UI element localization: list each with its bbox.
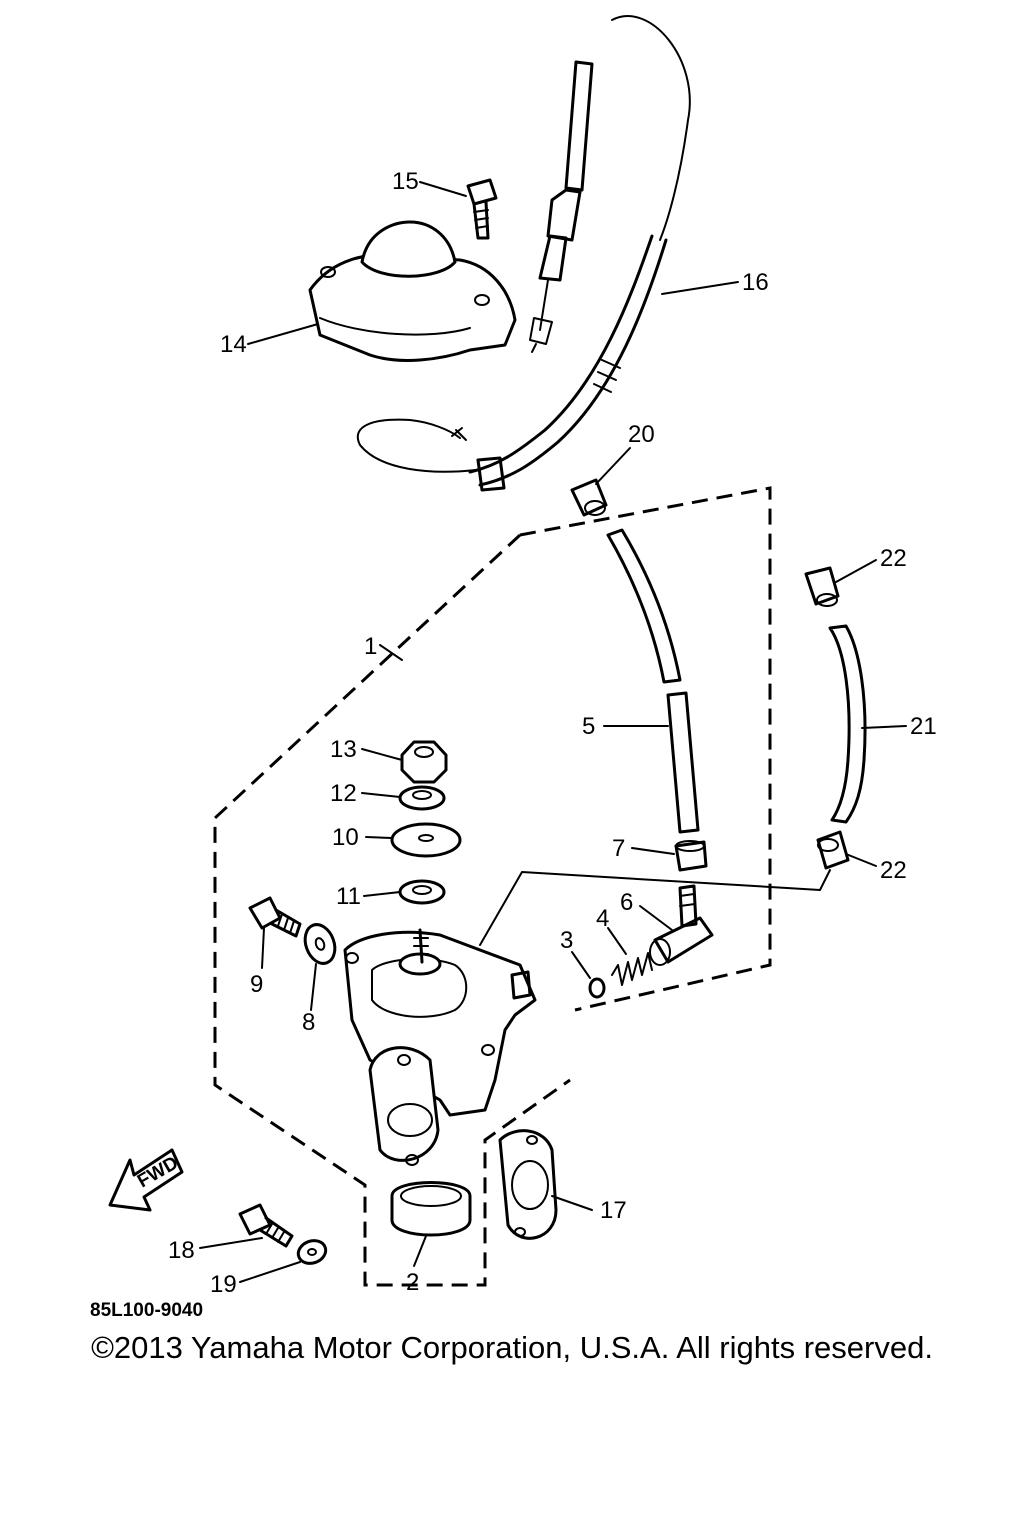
callout-22-top: 22 bbox=[880, 545, 907, 572]
callout-9: 9 bbox=[250, 971, 263, 998]
callout-labels: 15 14 16 20 22 21 22 1 5 7 6 4 3 13 12 1… bbox=[168, 168, 937, 1298]
callout-16: 16 bbox=[742, 269, 769, 296]
callout-7: 7 bbox=[612, 835, 625, 862]
callout-10: 10 bbox=[332, 824, 359, 851]
clamp-part-22-bottom bbox=[816, 830, 850, 870]
callout-5: 5 bbox=[582, 713, 595, 740]
callout-20: 20 bbox=[628, 421, 655, 448]
callout-18: 18 bbox=[168, 1237, 195, 1264]
bolt-part-18 bbox=[238, 1203, 294, 1248]
washer-part-10 bbox=[390, 822, 462, 858]
callout-13: 13 bbox=[330, 736, 357, 763]
spring-part-4 bbox=[611, 952, 653, 986]
callout-2: 2 bbox=[406, 1269, 419, 1296]
washer-part-12 bbox=[398, 785, 446, 811]
callout-15: 15 bbox=[392, 168, 419, 195]
hose-part-5 bbox=[606, 528, 700, 834]
callout-19: 19 bbox=[210, 1271, 237, 1298]
cover-part-14 bbox=[308, 220, 517, 362]
bolt-part-9 bbox=[248, 896, 302, 938]
callout-1: 1 bbox=[364, 633, 377, 660]
bolt-part-15 bbox=[466, 178, 498, 240]
seal-part-2 bbox=[390, 1181, 472, 1237]
callout-4: 4 bbox=[596, 905, 609, 932]
clamp-part-20 bbox=[570, 478, 608, 517]
clamp-part-22-top bbox=[804, 566, 840, 607]
callout-8: 8 bbox=[302, 1009, 315, 1036]
callout-3: 3 bbox=[560, 927, 573, 954]
hose-part-21 bbox=[828, 624, 867, 824]
leader-lines bbox=[199, 181, 907, 1283]
clamp-part-7 bbox=[674, 840, 708, 872]
cable-part-16 bbox=[357, 15, 691, 492]
gasket-part-17 bbox=[498, 1129, 558, 1240]
callout-22-bottom: 22 bbox=[880, 857, 907, 884]
parts-diagram: FWD 15 14 16 20 22 21 22 1 5 bbox=[90, 15, 937, 1320]
pump-body bbox=[343, 928, 537, 1166]
callout-6: 6 bbox=[620, 889, 633, 916]
fitting-part-6 bbox=[649, 884, 714, 966]
drawing-code: 85L100-9040 bbox=[90, 1300, 203, 1320]
callout-14: 14 bbox=[220, 331, 247, 358]
connector-line bbox=[479, 869, 831, 946]
callout-11: 11 bbox=[336, 883, 361, 910]
o-ring-part-3 bbox=[588, 977, 606, 999]
washer-part-11 bbox=[398, 879, 446, 905]
callout-21: 21 bbox=[910, 713, 937, 740]
assembly-outline bbox=[213, 486, 772, 1287]
callout-17: 17 bbox=[600, 1197, 627, 1224]
callout-12: 12 bbox=[330, 780, 357, 807]
washer-part-8 bbox=[303, 923, 337, 965]
fwd-arrow-icon: FWD bbox=[108, 1148, 184, 1212]
washer-part-19 bbox=[296, 1239, 328, 1265]
copyright-notice: ©2013 Yamaha Motor Corporation, U.S.A. A… bbox=[91, 1330, 933, 1365]
nut-part-13 bbox=[400, 740, 448, 784]
